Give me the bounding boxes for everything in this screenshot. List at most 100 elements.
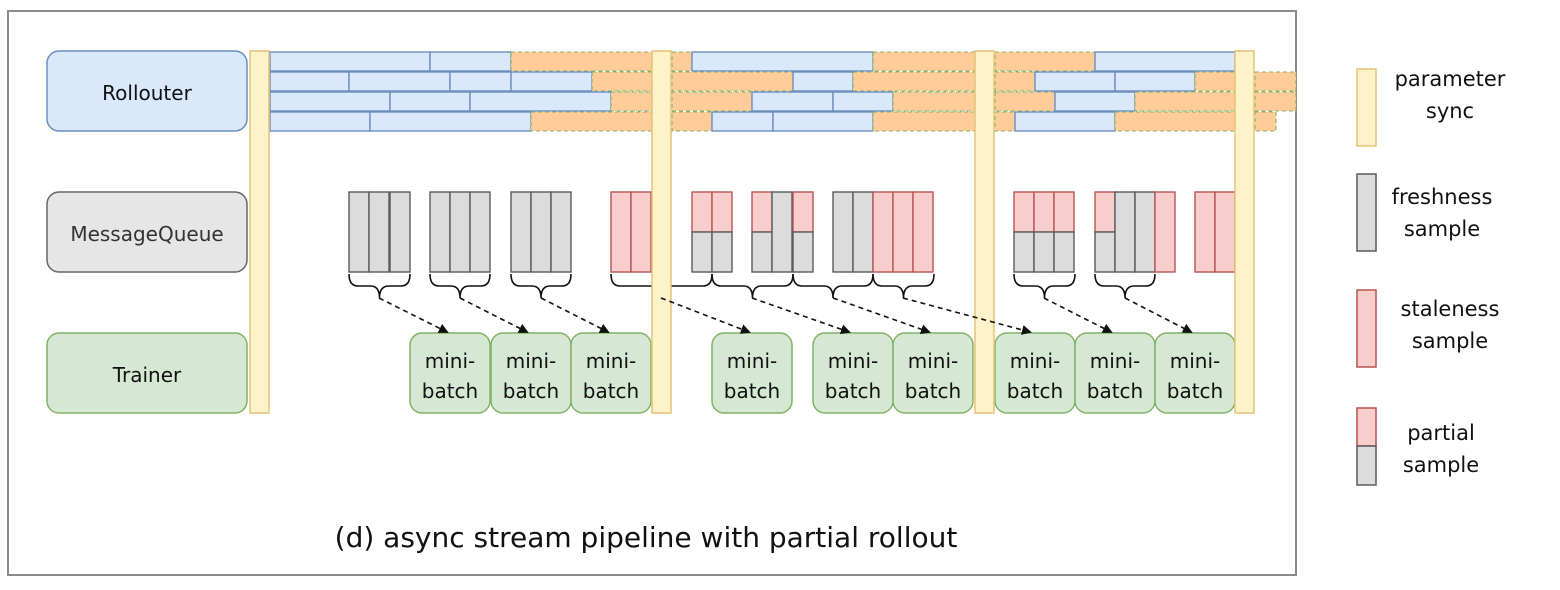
mini-batch-box-5 [892, 332, 974, 414]
partial-rollout-segment-2-3 [610, 91, 653, 112]
diagram-caption: (d) async stream pipeline with partial r… [335, 521, 958, 554]
freshness-sample-6 [510, 191, 532, 273]
legend-swatch-freshness-sample [1356, 173, 1377, 252]
parameter-sync-bar-0 [249, 50, 270, 414]
rollouter-label: Rollouter [102, 81, 192, 105]
message-queue-layer [348, 191, 1236, 273]
mini-batch-label-line1-1: mini- [506, 349, 557, 373]
partial-sample-bottom-13 [751, 231, 773, 273]
freshness-sample-17 [852, 191, 874, 273]
partial-rollout-segment-1-4 [591, 71, 653, 92]
partial-rollout-segment-2-11 [1254, 91, 1297, 112]
mini-batch-label-line2-7: batch [1087, 379, 1143, 403]
legend-swatch-partial-bottom [1356, 445, 1377, 486]
dashed-arrow-4 [751, 297, 851, 335]
parameter-sync-bar-3 [1234, 50, 1255, 414]
legend-swatch-partial-top [1356, 407, 1377, 447]
legend-label-parameter-sync-line1: parameter [1395, 67, 1506, 91]
rollout-segment-3-1 [369, 111, 532, 132]
partial-sample-top-11 [691, 191, 713, 233]
partial-rollout-segment-2-7 [892, 91, 976, 112]
rollout-segment-2-6 [832, 91, 894, 112]
legend-label-staleness-sample-line2: sample [1412, 329, 1488, 353]
legend-swatch-staleness-sample [1356, 289, 1377, 368]
rollout-layer [269, 51, 1297, 132]
freshness-sample-16 [832, 191, 854, 273]
rollout-segment-1-3 [510, 71, 593, 92]
rollout-segment-1-2 [449, 71, 512, 92]
mini-batch-label-line1-6: mini- [1010, 349, 1061, 373]
partial-sample-top-21 [1013, 191, 1035, 233]
partial-rollout-segment-3-7 [994, 111, 1016, 132]
trainer-box [46, 332, 248, 414]
staleness-sample-27 [1154, 191, 1176, 273]
mini-batch-label-line1-4: mini- [828, 349, 879, 373]
rollout-segment-0-1 [429, 51, 512, 72]
staleness-sample-10 [630, 191, 652, 273]
rollout-segment-1-9 [1034, 71, 1116, 92]
legend-label-freshness-sample-line2: sample [1404, 217, 1480, 241]
freshness-sample-1 [368, 191, 390, 273]
partial-sample-bottom-24 [1094, 231, 1116, 273]
partial-rollout-segment-2-10 [1134, 91, 1236, 112]
partial-rollout-segment-3-6 [872, 111, 976, 132]
parameter-sync-layer [249, 50, 1255, 414]
rollout-segment-1-10 [1114, 71, 1196, 92]
rollout-segment-3-5 [772, 111, 874, 132]
partial-rollout-segment-3-9 [1114, 111, 1236, 132]
staleness-sample-19 [892, 191, 914, 273]
partial-rollout-segment-2-4 [671, 91, 753, 112]
mini-batch-label-line1-0: mini- [425, 349, 476, 373]
parameter-sync-bar-1 [651, 50, 672, 414]
dashed-arrow-8 [1124, 297, 1193, 333]
partial-rollout-segment-1-7 [852, 71, 976, 92]
mini-batch-box-0 [409, 332, 491, 414]
partial-sample-top-12 [711, 191, 733, 233]
message-queue-label: MessageQueue [70, 222, 223, 246]
rollout-segment-3-4 [711, 111, 774, 132]
mini-batch-label-line2-5: batch [905, 379, 961, 403]
mini-batch-label-line2-0: batch [422, 379, 478, 403]
mini-batch-label-line2-1: batch [503, 379, 559, 403]
rollout-segment-2-5 [751, 91, 834, 112]
staleness-sample-29 [1214, 191, 1236, 273]
rollout-segment-0-7 [1094, 51, 1236, 72]
parameter-sync-bar-2 [974, 50, 995, 414]
partial-rollout-segment-3-3 [671, 111, 713, 132]
staleness-sample-18 [872, 191, 894, 273]
partial-sample-bottom-15 [792, 231, 814, 273]
freshness-sample-3 [429, 191, 451, 273]
partial-sample-bottom-23 [1053, 231, 1075, 273]
rollout-segment-3-0 [269, 111, 371, 132]
freshness-sample-0 [348, 191, 370, 273]
dashed-arrow-5 [832, 297, 931, 335]
freshness-sample-5 [469, 191, 491, 273]
partial-sample-bottom-21 [1013, 231, 1035, 273]
legend-swatch-parameter-sync [1356, 68, 1377, 147]
mini-batch-label-line2-3: batch [724, 379, 780, 403]
rollout-segment-1-0 [269, 71, 350, 92]
rollouter-box [46, 50, 248, 132]
partial-rollout-segment-0-5 [872, 51, 976, 72]
legend-label-staleness-sample-line1: staleness [1401, 297, 1500, 321]
partial-sample-top-22 [1033, 191, 1055, 233]
rollout-segment-2-0 [269, 91, 391, 112]
mini-batch-label-line2-6: batch [1007, 379, 1063, 403]
partial-rollout-segment-2-8 [994, 91, 1056, 112]
dashed-arrow-2 [540, 297, 610, 333]
mini-batch-label-line1-8: mini- [1170, 349, 1221, 373]
trainer-label: Trainer [112, 363, 182, 387]
partial-rollout-segment-1-12 [1254, 71, 1297, 92]
legend-label-partial-sample-line1: partial [1407, 421, 1475, 445]
freshness-sample-26 [1134, 191, 1156, 273]
rollout-segment-0-4 [691, 51, 874, 72]
mini-batch-label-line2-4: batch [825, 379, 881, 403]
arrow-layer [378, 297, 1193, 335]
freshness-sample-2 [389, 191, 411, 273]
legend: parameter sync freshness sample stalenes… [1356, 67, 1506, 486]
rollout-segment-0-0 [269, 51, 431, 72]
dashed-arrow-3 [660, 297, 751, 334]
partial-sample-bottom-11 [691, 231, 713, 273]
dashed-arrow-6 [902, 297, 1032, 335]
